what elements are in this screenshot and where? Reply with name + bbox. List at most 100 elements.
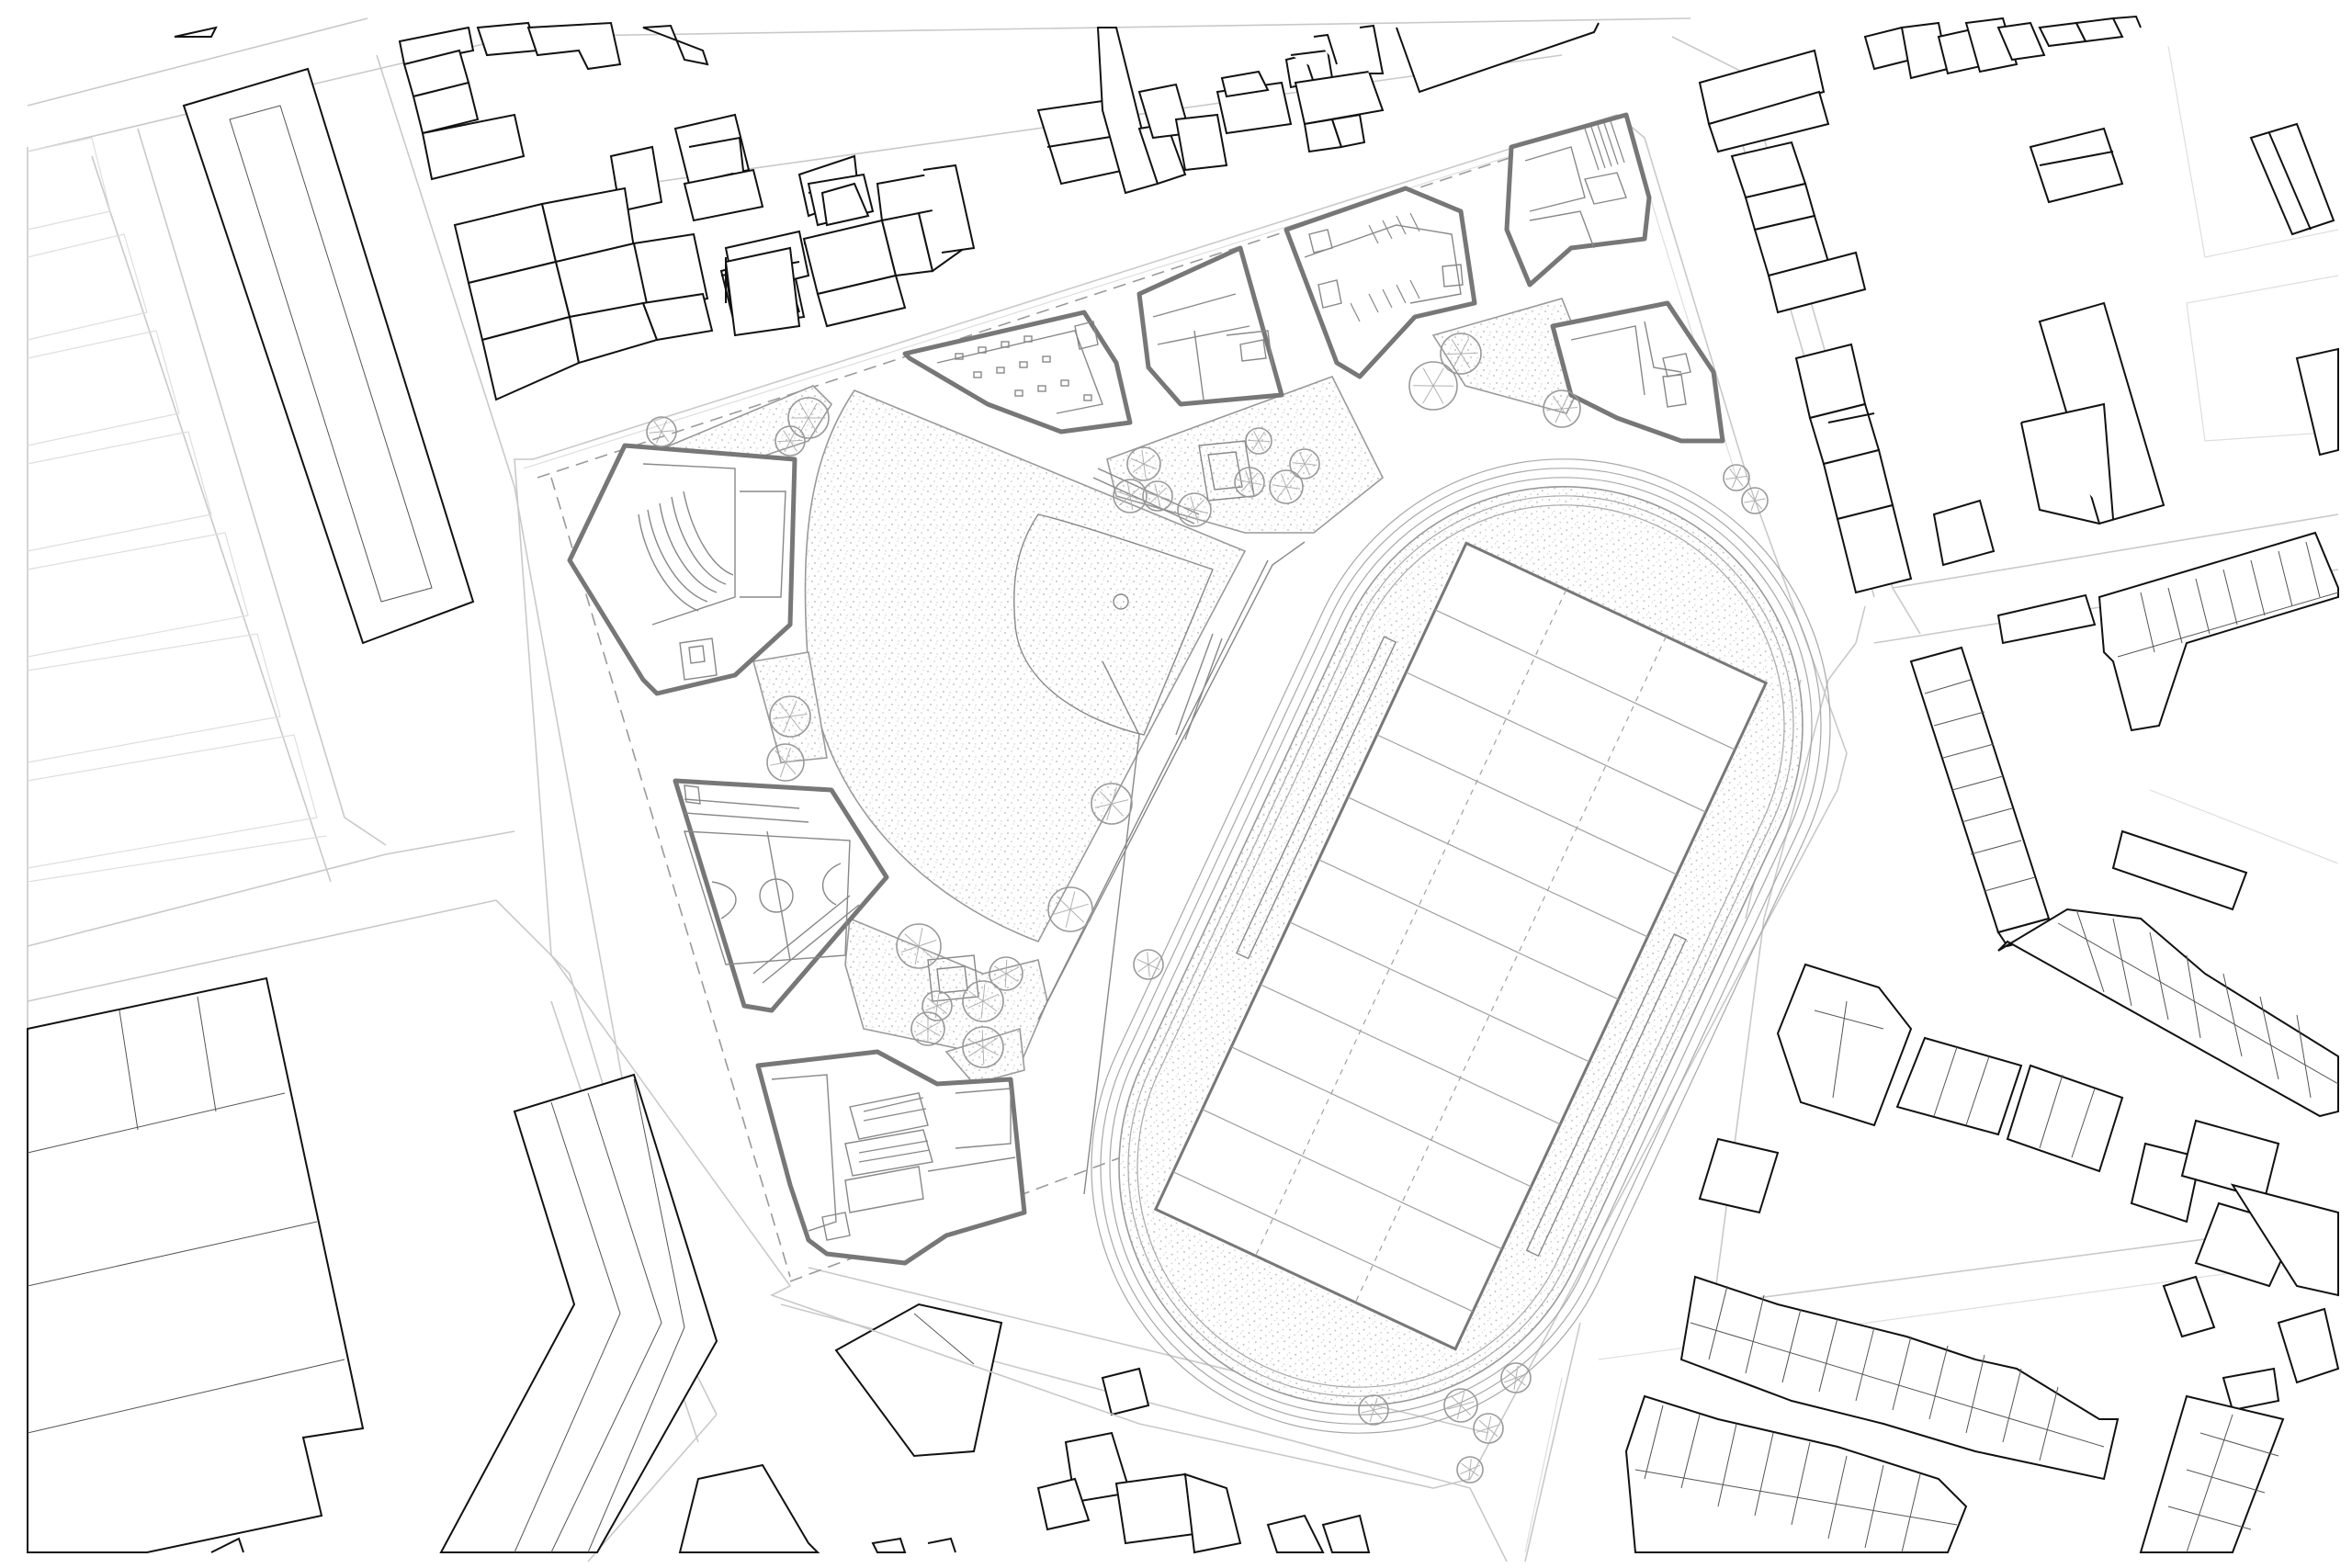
tree-branch xyxy=(1754,500,1763,510)
gymnasium-building xyxy=(673,778,889,1013)
tree-branch xyxy=(1469,1469,1479,1477)
tree-branch xyxy=(1373,1409,1383,1420)
tree-branch xyxy=(1190,496,1195,511)
tree-branch xyxy=(1258,431,1265,442)
top-buildings xyxy=(174,21,1600,401)
tree-branch xyxy=(1119,495,1131,506)
tree-symbol xyxy=(1113,479,1148,513)
tree-branch xyxy=(1506,1370,1517,1379)
tree-branch xyxy=(1148,956,1159,965)
tree-symbol xyxy=(1500,1362,1532,1393)
trees xyxy=(646,333,1769,1483)
tree-branch xyxy=(982,1046,999,1056)
tree-branch xyxy=(1304,453,1313,465)
tree-branch xyxy=(936,1005,947,1014)
tree-branch xyxy=(1460,1404,1472,1416)
tree-branch xyxy=(1515,1377,1526,1386)
tree-branch xyxy=(927,998,938,1007)
tree-branch xyxy=(936,1000,949,1007)
tree-branch xyxy=(1137,964,1149,973)
tree-branch xyxy=(1005,959,1008,975)
tree-branch xyxy=(799,402,809,419)
tree-symbol xyxy=(1543,389,1581,428)
tree-branch xyxy=(1461,1462,1471,1471)
tree-branch xyxy=(1725,477,1737,480)
tree-branch xyxy=(1005,966,1019,975)
tree-branch xyxy=(789,716,801,731)
tree-symbol xyxy=(1443,1388,1478,1423)
tree-branch xyxy=(789,429,797,442)
tree-branch xyxy=(1468,1469,1471,1481)
tree-symbol xyxy=(1456,1456,1484,1483)
tree-branch xyxy=(1459,1469,1471,1475)
tree-branch xyxy=(1111,799,1129,805)
tree-branch xyxy=(783,716,791,733)
classroom-building-1 xyxy=(902,310,1133,434)
tree-branch xyxy=(1561,407,1577,410)
tree-branch xyxy=(1069,908,1085,923)
tree-branch xyxy=(1443,353,1462,355)
tree-branch xyxy=(1469,1459,1472,1471)
tree-branch xyxy=(1487,1424,1501,1429)
tree-symbol xyxy=(989,956,1023,991)
east-building xyxy=(1550,300,1725,444)
tree-branch xyxy=(661,420,668,433)
tree-branch xyxy=(1552,395,1563,410)
tree-branch xyxy=(1126,481,1131,497)
tree-symbol xyxy=(775,425,806,457)
tree-symbol xyxy=(646,416,677,447)
tree-branch xyxy=(1476,1427,1489,1433)
tree-branch xyxy=(1451,338,1462,355)
library-building xyxy=(1283,186,1477,379)
tree-branch xyxy=(982,993,1000,1002)
tree-branch xyxy=(967,1046,984,1057)
tree-branch xyxy=(982,1037,999,1048)
tree-branch xyxy=(1736,477,1744,487)
tree-branch xyxy=(1456,1404,1462,1419)
right-buildings xyxy=(1624,15,2340,1553)
tree-branch xyxy=(1460,1392,1465,1406)
tree-branch xyxy=(1252,440,1260,451)
tree-branch xyxy=(1145,491,1159,497)
tree-branch xyxy=(934,1005,938,1019)
tree-branch xyxy=(779,761,786,778)
tree-branch xyxy=(968,990,984,1002)
tree-symbol xyxy=(1126,446,1161,481)
tree-branch xyxy=(1130,457,1145,465)
tree-branch xyxy=(1285,486,1293,501)
tree-branch xyxy=(918,945,933,959)
tree-branch xyxy=(1369,1409,1374,1423)
tree-symbol xyxy=(1234,467,1265,498)
tree-branch xyxy=(1729,468,1737,479)
tree-branch xyxy=(1422,385,1434,404)
tree-branch xyxy=(1258,440,1264,451)
tree-branch xyxy=(918,939,937,947)
tree-branch xyxy=(1277,486,1287,499)
tree-symbol xyxy=(1440,333,1482,375)
pentagon-building xyxy=(834,1303,1003,1458)
tree-branch xyxy=(1253,431,1260,442)
tree-symbol xyxy=(962,1026,1004,1068)
tree-symbol xyxy=(896,923,942,969)
tree-branch xyxy=(1157,495,1161,509)
tree-branch xyxy=(1460,338,1470,355)
tree-branch xyxy=(773,716,791,720)
tree-branch xyxy=(655,431,662,444)
tree-branch xyxy=(1736,475,1747,479)
tree-branch xyxy=(967,1038,984,1048)
tree-branch xyxy=(1422,367,1434,387)
tree-symbol xyxy=(962,980,1004,1022)
tree-branch xyxy=(808,402,818,419)
tree-branch xyxy=(927,1021,941,1030)
tree-branch xyxy=(1546,408,1563,411)
tree-branch xyxy=(1487,1416,1492,1429)
tree-branch xyxy=(904,933,920,947)
tree-branch xyxy=(1148,495,1159,505)
tree-branch xyxy=(1450,1394,1462,1406)
tree-branch xyxy=(914,945,920,965)
tree-branch xyxy=(1280,473,1287,488)
tree-branch xyxy=(1515,1372,1528,1379)
tree-branch xyxy=(967,1000,984,1010)
tree-branch xyxy=(1469,1464,1481,1471)
tree-branch xyxy=(649,431,662,434)
